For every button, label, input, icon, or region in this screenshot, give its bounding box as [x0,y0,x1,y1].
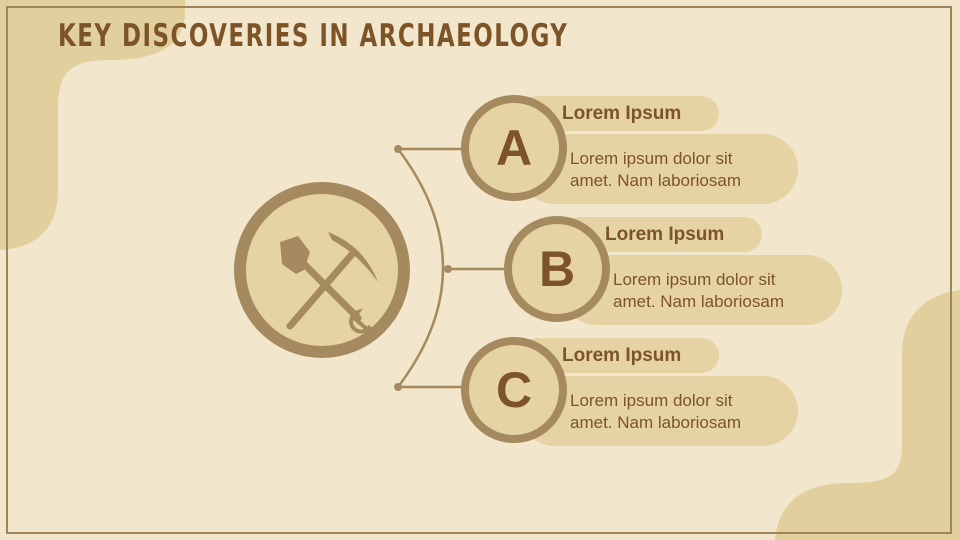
item-description: Lorem ipsum dolor sit amet. Nam laborios… [570,149,742,190]
item-description: Lorem ipsum dolor sit amet. Nam laborios… [570,391,742,432]
shovel-and-pickaxe-icon [280,232,378,334]
connector-dot [394,145,402,153]
item-letter: A [469,103,559,193]
slide-title: KEY DISCOVERIES IN ARCHAEOLOGY [58,18,569,54]
item-title: Lorem Ipsum [562,103,682,124]
connector-dot [394,383,402,391]
item-title: Lorem Ipsum [562,345,682,366]
item-description: Lorem ipsum dolor sit amet. Nam laborios… [613,270,785,311]
slide-frame [6,6,952,534]
item-badge: C [461,337,567,443]
central-hub-circle [234,182,410,358]
item-letter: C [469,345,559,435]
connector-dot [444,265,452,273]
decorative-blob-bottom-right [775,290,960,540]
hub-inner-circle [246,194,398,346]
item-badge: B [504,216,610,322]
item-title: Lorem Ipsum [605,224,725,245]
item-letter: B [512,224,602,314]
decorative-blob-top-left [0,0,185,250]
item-badge: A [461,95,567,201]
